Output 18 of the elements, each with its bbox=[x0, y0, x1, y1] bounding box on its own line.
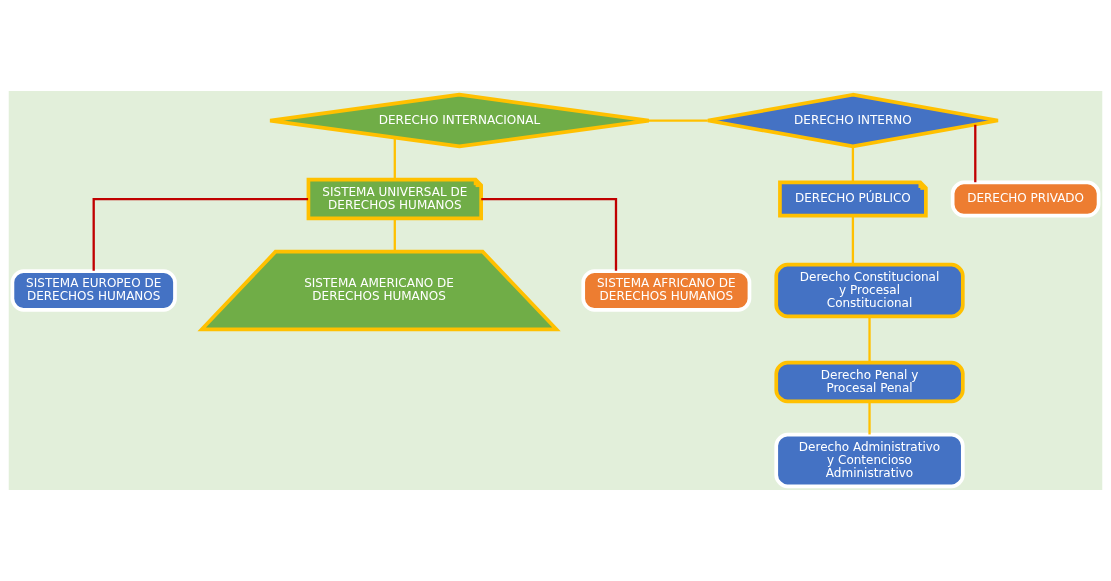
node-diamond: DERECHO INTERNACIONAL bbox=[268, 92, 651, 149]
connector bbox=[851, 215, 855, 265]
connector bbox=[393, 218, 396, 252]
connector bbox=[481, 197, 618, 271]
connector bbox=[851, 146, 855, 183]
node-box: Derecho Constitucional y Procesal Constitucional bbox=[774, 262, 965, 319]
node-box: Derecho Penal y Procesal Penal bbox=[774, 360, 965, 404]
node-box: DERECHO PRIVADO bbox=[950, 180, 1101, 218]
node-diamond: DERECHO INTERNO bbox=[706, 92, 1000, 149]
connector bbox=[92, 197, 309, 271]
connector bbox=[868, 401, 871, 435]
node-box: SISTEMA AFRICANO DE DERECHOS HUMANOS bbox=[581, 269, 752, 312]
node-box: Derecho Administrativo y Contencioso Administrativo bbox=[774, 432, 965, 489]
connector bbox=[974, 124, 977, 183]
connector bbox=[393, 137, 396, 180]
connector bbox=[868, 316, 871, 363]
node-box: SISTEMA EUROPEO DE DERECHOS HUMANOS bbox=[10, 269, 177, 312]
connector bbox=[648, 119, 708, 122]
